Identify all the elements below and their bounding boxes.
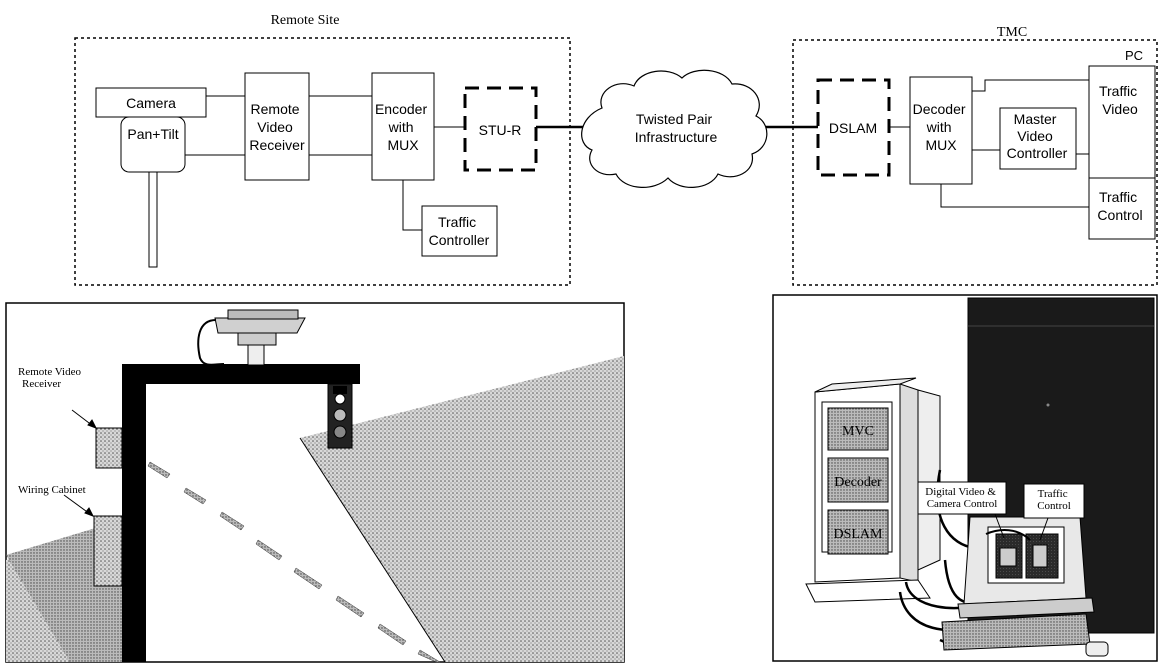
tmc-title: TMC [997, 25, 1027, 40]
digital-video-line-1: Digital Video & [925, 486, 996, 498]
decoder-line-1: Decoder [913, 101, 966, 117]
svg-text:Traffic Control: Traffic Control [1097, 189, 1142, 223]
encoder-line-1: Encoder [375, 101, 427, 117]
rack-mvc-label: MVC [842, 424, 874, 439]
wiring-cabinet [93, 515, 123, 587]
traffic-controller-line-2: Controller [429, 232, 490, 248]
traffic-control-line-2: Control [1097, 207, 1142, 223]
camera-box [95, 87, 207, 118]
remote-site-boundary [74, 37, 571, 286]
remote-site-title: Remote Site [271, 13, 340, 28]
traffic-control-callout [1023, 483, 1085, 519]
dslam-box [816, 78, 891, 177]
remote-connections [185, 95, 465, 231]
twisted-pair-cloud: Twisted Pair Infrastructure [536, 69, 818, 188]
master-video-controller-box [999, 107, 1077, 170]
camera-label: Camera [126, 95, 176, 111]
traffic-video-line-2: Video [1102, 101, 1138, 117]
encoder-box [371, 72, 435, 181]
lane-dashes [147, 461, 441, 663]
digital-video-callout [917, 481, 1007, 515]
mvc-module [827, 407, 889, 451]
camera-pole [148, 171, 158, 268]
digital-video-line-2: Camera Control [927, 498, 998, 510]
svg-text:Master Video Contr: Master Video Controller [1007, 111, 1068, 161]
traffic-control-line-1: Traffic [1099, 189, 1137, 205]
svg-text:Traffic Controller: Traffic Controller [429, 214, 490, 248]
traffic-controller-box [421, 205, 498, 257]
signal-arm [122, 364, 360, 384]
traffic-controller-line-1: Traffic [438, 214, 476, 230]
tmc-connections [889, 79, 1089, 208]
mounted-camera [197, 309, 306, 366]
field-cabinet-label: Wiring Cabinet [18, 484, 86, 496]
dslam-label: DSLAM [829, 120, 877, 136]
field-receiver-line-2: Receiver [22, 378, 61, 390]
traffic-signal [327, 383, 353, 449]
decoder-box [909, 76, 973, 185]
rack-modules: MVC Decoder DSLAM [827, 407, 889, 555]
pc-label: PC [1125, 48, 1143, 63]
rack-decoder-label: Decoder [834, 475, 882, 490]
svg-text:Remote Video Receiver: Remote Video Receiver [18, 366, 84, 390]
tmc-group: TMC DSLAM Decoder with MUX PC Traffic Vi… [792, 25, 1158, 286]
svg-text:Traffic Video: Traffic Video [1099, 83, 1141, 117]
scene-traffic-control-line-2: Control [1037, 500, 1071, 512]
decoder-line-2: with [926, 119, 952, 135]
tmc-scene: MVC Decoder DSLAM [772, 294, 1158, 662]
svg-text:Remote Video Recei: Remote Video Receiver [249, 101, 305, 153]
mouse [1085, 641, 1109, 657]
rack-dslam-label: DSLAM [833, 527, 883, 542]
master-line-2: Video [1017, 128, 1053, 144]
receiver-box [244, 72, 310, 181]
receiver-cabinet [95, 427, 123, 469]
dslam-module [827, 509, 889, 555]
receiver-line-1: Remote [251, 101, 300, 117]
decoder-module [827, 457, 889, 503]
pointer-arrows [63, 409, 98, 517]
receiver-line-2: Video [257, 119, 293, 135]
stu-r-box [463, 86, 538, 172]
stu-r-label: STU-R [479, 122, 522, 138]
field-receiver-line-1: Remote Video [18, 366, 81, 378]
right-ground [300, 356, 624, 662]
master-line-3: Controller [1007, 145, 1068, 161]
scene-traffic-control-line-1: Traffic [1038, 488, 1068, 500]
field-scene: Remote Video Receiver Wiring Cabinet [5, 302, 625, 663]
receiver-line-3: Receiver [249, 137, 305, 153]
workstation [941, 516, 1109, 657]
master-line-1: Master [1014, 111, 1057, 127]
cloud-shape [581, 69, 768, 188]
cloud-line-2: Infrastructure [635, 129, 718, 145]
svg-text:Encoder with MUX: Encoder with MUX [375, 101, 431, 153]
encoder-line-3: MUX [387, 137, 419, 153]
pc-box [1088, 65, 1156, 240]
cloud-line-1: Twisted Pair [636, 111, 713, 127]
signal-pole [122, 364, 146, 662]
pan-tilt-label: Pan+Tilt [127, 126, 178, 142]
decoder-line-3: MUX [925, 137, 957, 153]
svg-text:Decoder with MUX: Decoder with MUX [913, 101, 970, 153]
svg-text:Twisted Pair Infrastruct: Twisted Pair Infrastructure [635, 111, 718, 145]
svg-text:Digital Video & Camera C: Digital Video & Camera Control [925, 486, 998, 510]
encoder-line-2: with [388, 119, 414, 135]
remote-site-group: Remote Site Camera Pan+Tilt Remote Video… [74, 13, 571, 286]
svg-text:Traffic Control: Traffic Control [1037, 488, 1071, 512]
traffic-video-line-1: Traffic [1099, 83, 1137, 99]
tmc-boundary [792, 39, 1158, 286]
